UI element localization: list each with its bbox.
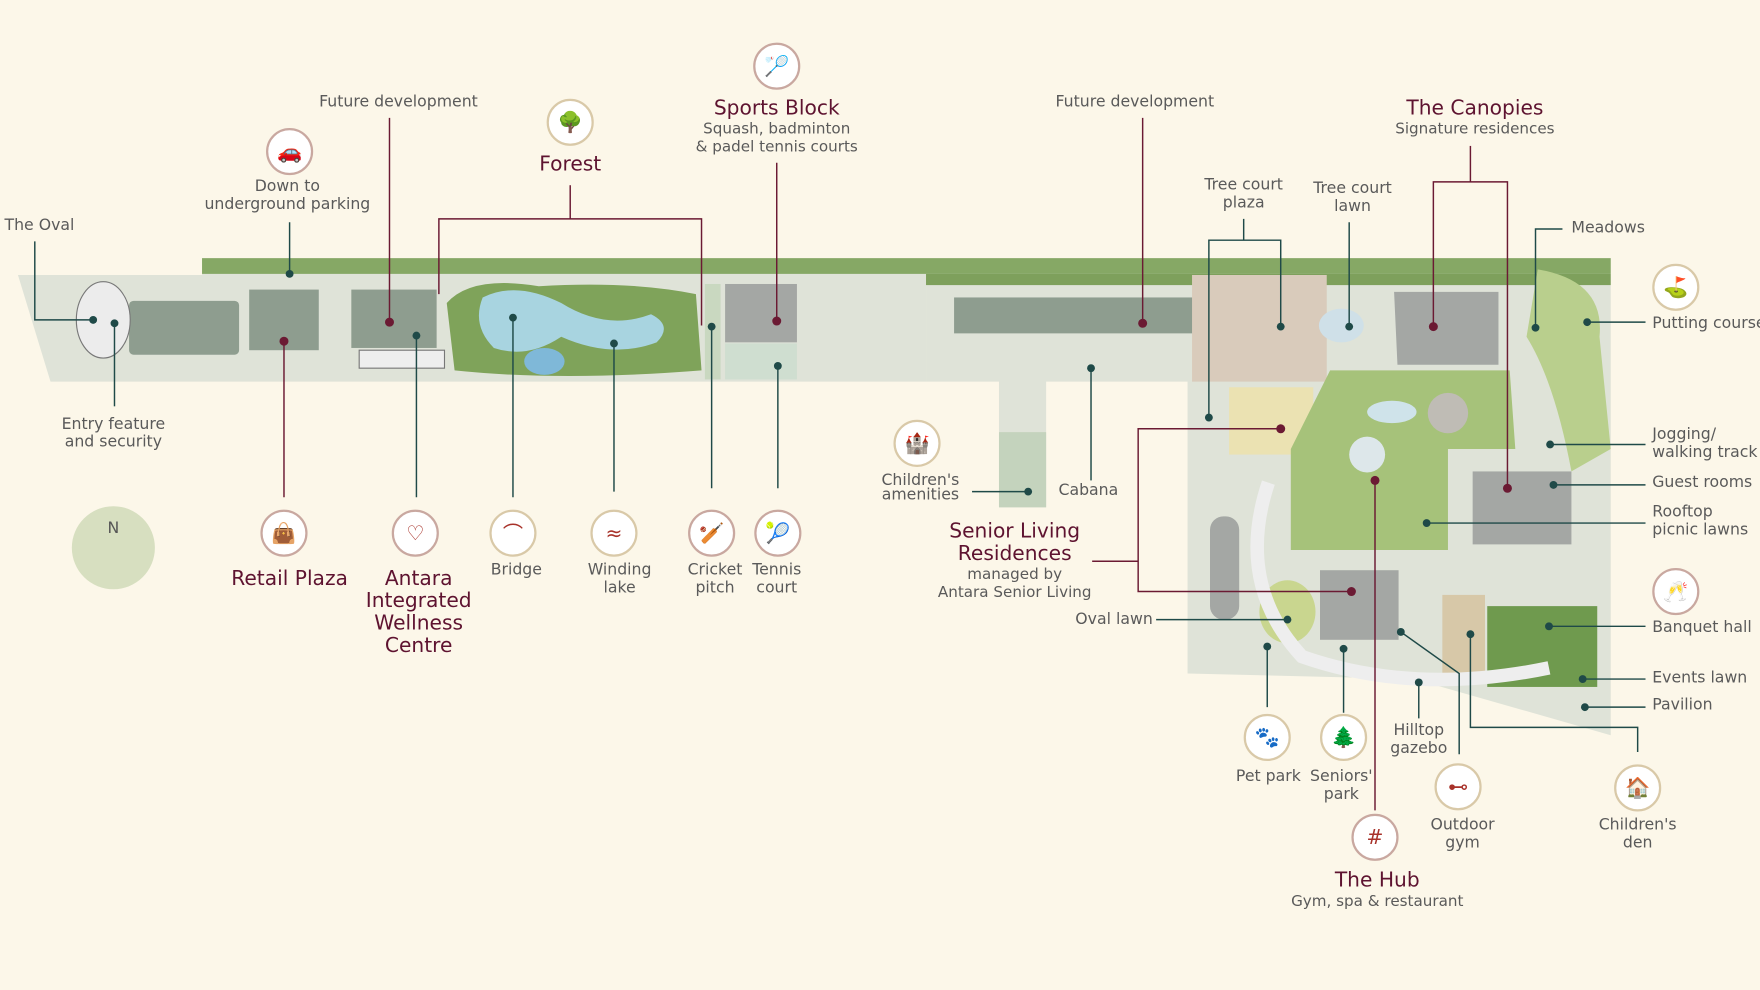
building xyxy=(129,300,240,355)
label-banquet-hall: Banquet hall xyxy=(1652,618,1752,637)
label-pavilion: Pavilion xyxy=(1652,695,1713,714)
label-events-lawn: Events lawn xyxy=(1652,668,1748,687)
leader-dots-teal xyxy=(89,269,1592,712)
label-pet-park: Pet park xyxy=(1235,767,1301,786)
north-compass: N xyxy=(71,506,155,590)
leader-lines-teal xyxy=(34,218,1646,755)
racket-icon: 🏸 xyxy=(753,42,801,90)
future-development-building xyxy=(954,297,1237,334)
label-bridge: Bridge xyxy=(490,561,542,580)
canopies-building xyxy=(1394,291,1499,365)
tennis-court xyxy=(725,343,797,380)
label-the-oval: The Oval xyxy=(4,216,75,235)
paw-icon: 🐾 xyxy=(1243,713,1291,762)
guest-rooms-building xyxy=(1472,471,1572,545)
golf-icon: ⛳ xyxy=(1652,263,1700,311)
label-retail-plaza: Retail Plaza xyxy=(231,566,348,591)
label-future-development-west: Future development xyxy=(319,93,478,112)
bridge-icon: ⌒ xyxy=(489,509,537,557)
label-cabana: Cabana xyxy=(1058,481,1119,500)
label-jogging-track: Jogging/walking track xyxy=(1652,425,1758,462)
tree-icon: 🌳 xyxy=(546,98,594,146)
hub-icon: # xyxy=(1351,813,1399,861)
label-future-development-east: Future development xyxy=(1055,93,1215,112)
childrens-amenities-area xyxy=(998,432,1047,508)
playhouse-icon: 🏠 xyxy=(1614,764,1662,812)
leader-lines-maroon xyxy=(283,117,1509,811)
tennis-racket-icon: 🎾 xyxy=(754,509,802,557)
compass-label: N xyxy=(107,519,120,538)
cricket-bat-icon: 🏏 xyxy=(688,509,736,557)
bench-icon: 🌲 xyxy=(1320,713,1368,762)
label-forest: Forest xyxy=(539,152,602,177)
label-putting-course: Putting course xyxy=(1652,314,1760,333)
cricket-pitch xyxy=(704,283,721,380)
lake-icon: ≈ xyxy=(590,509,638,557)
tree-court-plaza xyxy=(1192,275,1327,382)
wellness-building xyxy=(351,289,437,348)
stethoscope-icon: ♡ xyxy=(391,509,439,557)
sports-block-building xyxy=(725,283,797,343)
castle-icon: 🏰 xyxy=(893,419,941,467)
leader-dots-maroon xyxy=(279,316,1512,597)
label-meadows: Meadows xyxy=(1571,218,1645,237)
shopping-bag-icon: 👜 xyxy=(260,509,308,557)
parking-ramp xyxy=(358,349,446,369)
car-icon: 🚗 xyxy=(266,127,314,176)
childrens-den-area xyxy=(1442,594,1486,674)
label-oval-lawn: Oval lawn xyxy=(1075,610,1153,629)
senior-building-2 xyxy=(1320,570,1399,640)
label-seniors-park: Seniors'park xyxy=(1310,767,1373,804)
glasses-icon: 🥂 xyxy=(1652,567,1700,616)
label-guest-rooms: Guest rooms xyxy=(1652,473,1753,492)
winding-lake xyxy=(478,290,664,352)
dumbbell-icon: ⊷ xyxy=(1434,763,1482,811)
